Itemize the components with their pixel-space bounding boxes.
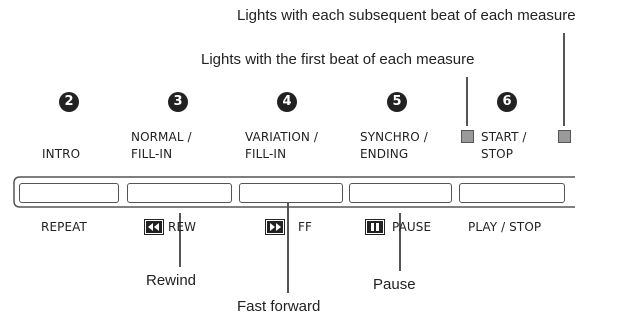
label-repeat: REPEAT	[41, 220, 87, 234]
number-badge-2: 2	[59, 92, 79, 112]
pause-icon	[365, 219, 385, 235]
label-intro: INTRO	[42, 147, 81, 161]
label-normal-line2: FILL-IN	[131, 147, 173, 161]
lamp-first-beat	[461, 130, 474, 143]
label-synchro-line1: SYNCHRO /	[360, 130, 428, 144]
fast-forward-icon	[265, 219, 285, 235]
label-variation-line2: FILL-IN	[245, 147, 287, 161]
annotation-pause: Pause	[373, 276, 416, 293]
synchro-pause-button[interactable]	[349, 183, 452, 203]
label-pause: PAUSE	[392, 220, 432, 234]
label-play-stop: PLAY / STOP	[468, 220, 542, 234]
number-badge-6: 6	[497, 92, 517, 112]
label-normal-line1: NORMAL /	[131, 130, 192, 144]
annotation-rewind: Rewind	[146, 272, 197, 289]
normal-rewind-button[interactable]	[127, 183, 232, 203]
label-start-line2: STOP	[481, 147, 514, 161]
label-rew: REW	[168, 220, 197, 234]
label-variation-line1: VARIATION /	[245, 130, 319, 144]
label-synchro-line2: ENDING	[360, 147, 409, 161]
variation-ff-button[interactable]	[239, 183, 343, 203]
lamp-subsequent-beat	[558, 130, 571, 143]
rewind-icon	[144, 219, 164, 235]
annotation-fast-forward: Fast forward	[237, 298, 321, 315]
start-stop-button[interactable]	[459, 183, 565, 203]
label-start-line1: START /	[481, 130, 527, 144]
intro-repeat-button[interactable]	[19, 183, 119, 203]
number-badge-4: 4	[277, 92, 297, 112]
annotation-subsequent-beat: Lights with each subsequent beat of each…	[237, 7, 576, 24]
number-badge-5: 5	[387, 92, 407, 112]
annotation-first-beat: Lights with the first beat of each measu…	[201, 51, 475, 68]
frame-bottom	[13, 176, 575, 208]
label-ff: FF	[298, 220, 313, 234]
number-badge-3: 3	[168, 92, 188, 112]
